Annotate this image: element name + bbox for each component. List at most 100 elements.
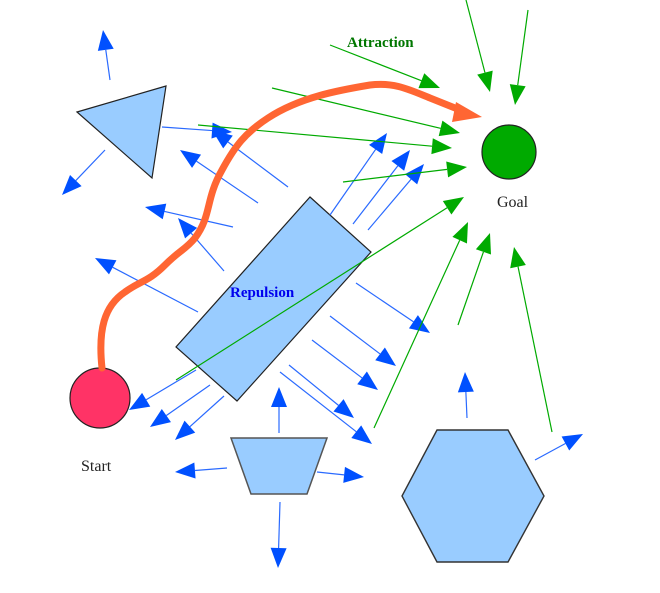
- attraction-arrow-shaft: [373, 239, 461, 429]
- repulsion-arrow-head: [369, 133, 387, 154]
- attraction-arrow-shaft: [517, 9, 529, 86]
- repulsion-arrow: [311, 339, 378, 390]
- attraction-arrow-shaft: [271, 87, 441, 129]
- repulsion-arrow: [352, 150, 410, 225]
- repulsion-arrow: [175, 395, 225, 440]
- attraction-label: Attraction: [347, 35, 414, 51]
- repulsion-arrow: [329, 133, 387, 216]
- repulsion-arrows-group: [62, 30, 583, 568]
- attraction-arrow: [197, 124, 452, 155]
- repulsion-arrow-shaft: [534, 442, 566, 461]
- attraction-arrow: [509, 9, 529, 105]
- goal-node: [481, 124, 537, 180]
- repulsion-arrow-head: [95, 258, 117, 275]
- repulsion-arrow: [279, 371, 372, 444]
- attraction-arrow-shaft: [329, 44, 422, 82]
- repulsion-arrow: [534, 434, 583, 461]
- attraction-arrow: [465, 0, 493, 92]
- attraction-arrow: [457, 233, 491, 326]
- repulsion-arrow-shaft: [352, 165, 399, 225]
- repulsion-arrow-head: [270, 547, 287, 568]
- attraction-arrow-head: [446, 161, 467, 178]
- start-node: [69, 367, 131, 429]
- repulsion-arrow-shaft: [194, 467, 228, 472]
- repulsion-arrow-shaft: [311, 339, 363, 379]
- repulsion-arrow-shaft: [329, 315, 381, 355]
- goal-label: Goal: [497, 194, 529, 211]
- repulsion-arrow-head: [150, 408, 171, 427]
- attraction-arrow-shaft: [457, 251, 484, 326]
- attraction-arrow: [342, 161, 467, 183]
- attraction-arrow-head: [418, 73, 440, 89]
- repulsion-arrow-shaft: [145, 369, 197, 401]
- repulsion-arrow-head: [145, 203, 167, 220]
- attraction-arrow-head: [477, 70, 493, 92]
- repulsion-arrow-head: [180, 150, 202, 168]
- repulsion-arrow: [62, 149, 106, 195]
- repulsion-arrow: [95, 258, 199, 313]
- attraction-arrow-head: [438, 120, 460, 137]
- repulsion-arrow-head: [343, 466, 364, 483]
- repulsion-label: Repulsion: [230, 285, 295, 301]
- repulsion-arrow-shaft: [329, 149, 377, 216]
- repulsion-arrow-head: [175, 462, 196, 479]
- repulsion-arrow: [367, 164, 424, 231]
- repulsion-arrow-head: [404, 164, 424, 185]
- attraction-arrow-head: [509, 84, 526, 105]
- repulsion-arrow-head: [357, 371, 378, 390]
- repulsion-arrow-shaft: [367, 178, 412, 231]
- attraction-arrow: [373, 222, 468, 429]
- attraction-arrow-head: [452, 222, 468, 244]
- repulsion-arrow-head: [333, 399, 354, 418]
- attraction-arrow-head: [431, 138, 452, 155]
- repulsion-arrow-head: [457, 372, 474, 393]
- repulsion-arrow-head: [408, 315, 430, 333]
- repulsion-arrow-head: [129, 392, 151, 410]
- attraction-arrow-head: [475, 233, 491, 255]
- repulsion-arrow-head: [375, 347, 396, 366]
- repulsion-arrow: [355, 282, 430, 333]
- trapezoid-obstacle: [229, 437, 329, 495]
- path-group: [97, 80, 482, 372]
- triangle-obstacle: [75, 85, 167, 180]
- repulsion-arrow: [150, 384, 211, 427]
- repulsion-arrow: [288, 364, 354, 418]
- attraction-arrow-shaft: [175, 207, 448, 381]
- repulsion-arrow: [180, 150, 259, 204]
- repulsion-arrow: [212, 130, 289, 188]
- repulsion-arrow-shaft: [112, 266, 199, 313]
- repulsion-arrow-shaft: [189, 395, 225, 428]
- attraction-arrow: [510, 247, 553, 433]
- attraction-arrow-shaft: [465, 0, 486, 73]
- repulsion-arrow-head: [62, 175, 82, 195]
- repulsion-arrow-shaft: [105, 49, 111, 81]
- repulsion-arrow: [329, 315, 396, 366]
- attraction-arrow: [271, 87, 460, 137]
- repulsion-arrow: [316, 466, 364, 483]
- repulsion-arrow: [97, 30, 114, 81]
- attraction-arrow-head: [442, 197, 464, 215]
- repulsion-arrow: [129, 369, 197, 410]
- repulsion-arrow-head: [97, 30, 114, 51]
- repulsion-arrow: [271, 387, 287, 433]
- attraction-arrow: [175, 197, 464, 381]
- repulsion-arrow-shaft: [161, 126, 213, 132]
- repulsion-arrow-head: [178, 218, 198, 239]
- repulsion-arrow-head: [391, 150, 410, 171]
- repulsion-arrow: [270, 501, 287, 568]
- path-arrowhead: [452, 102, 482, 122]
- attraction-arrow-head: [510, 247, 526, 269]
- repulsion-arrow-shaft: [355, 282, 414, 323]
- repulsion-arrow-head: [351, 425, 372, 444]
- repulsion-arrow-head: [271, 387, 287, 407]
- repulsion-arrow-shaft: [166, 384, 211, 417]
- repulsion-arrow-shaft: [316, 471, 345, 476]
- attraction-arrow-shaft: [197, 124, 433, 147]
- repulsion-arrow-shaft: [288, 364, 339, 406]
- repulsion-arrow-shaft: [278, 501, 281, 549]
- repulsion-arrow-head: [175, 420, 196, 440]
- repulsion-arrow: [145, 203, 234, 228]
- repulsion-arrow-shaft: [279, 371, 357, 433]
- attraction-arrow-shaft: [517, 266, 553, 433]
